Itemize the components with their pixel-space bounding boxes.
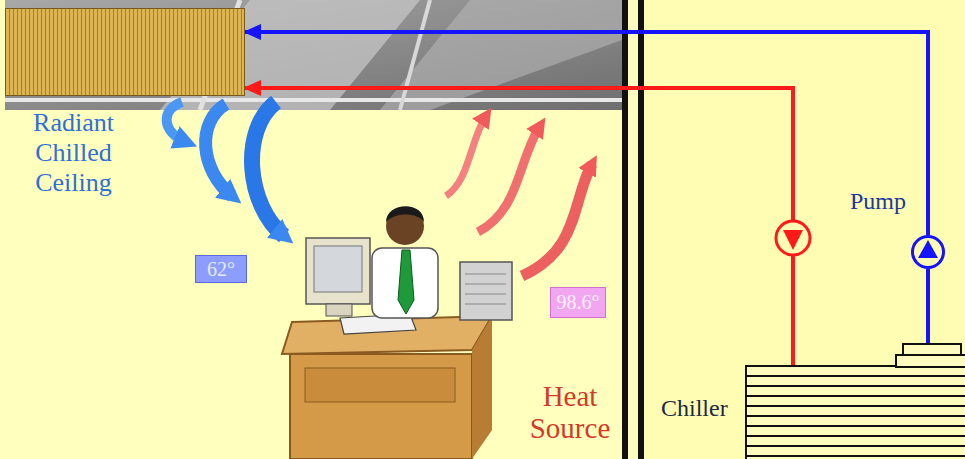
printer [460,262,512,320]
flow-direction-arrow [783,230,803,250]
person-hair [386,206,424,222]
monitor-stand [326,304,352,316]
heat-source-label: Heat Source [512,380,628,445]
ceiling-void [5,0,622,110]
warm-air-arrow [478,126,540,232]
return-pump-symbol [776,221,810,255]
person-head [386,207,424,245]
chiller-header [896,355,965,367]
temperature-value: 98.6° [557,291,600,314]
warm-air-arrow [522,164,592,276]
temperature-box: 62° [195,255,247,283]
monitor [306,238,370,304]
cool-air-arrow [206,104,232,196]
temperature-box: 98.6° [550,287,606,318]
chiller-header [903,344,961,355]
printer-detail [465,284,506,285]
desk-drawer [305,368,455,402]
ceiling-grid-bar [400,0,430,110]
temperature-value: 62° [207,258,235,281]
printer-detail [465,274,506,275]
chiller-top-box [895,343,965,369]
plant-room [643,0,965,459]
printer-detail [465,294,506,295]
chiller-unit: Chiller [745,365,965,459]
ceiling-grid-bar [5,98,622,102]
person-tie [398,250,414,314]
cool-air-arrow [252,102,284,236]
desk-front [290,354,472,459]
warm-air-arrow [446,116,486,196]
person-shirt [372,248,438,318]
wall-line [622,0,628,459]
ceiling-light-band [380,0,622,110]
flow-direction-arrow [918,240,938,258]
desk-side [472,316,492,459]
pump-arrow-icon [914,238,942,266]
pump-symbol: Pump [911,235,945,269]
chilled-ceiling-panel: Radiant Chilled Ceiling [5,8,245,96]
printer-detail [465,304,506,305]
monitor-screen [314,246,362,292]
cool-air-arrow [167,102,186,142]
component-label: Pump [850,188,930,216]
component-label: Radiant Chilled Ceiling [6,108,141,198]
wall-line [638,0,644,459]
room-wall [0,0,622,459]
component-label: Chiller [661,395,745,423]
water-pipe [245,32,928,235]
water-pipe [245,88,793,365]
